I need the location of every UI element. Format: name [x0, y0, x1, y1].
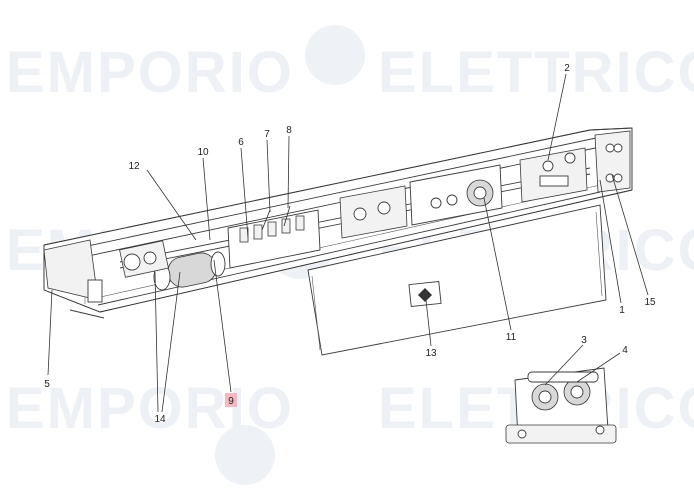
part-labels: 2 12 10 6 7 8 5 14 9 11 13 1 15 3 4 — [44, 63, 656, 425]
part-label-11: 11 — [506, 332, 517, 343]
part-label-10: 10 — [197, 147, 209, 158]
part-label-4: 4 — [622, 345, 628, 356]
watermark-text: EMPORIO — [6, 40, 294, 105]
carriage-detail — [505, 367, 617, 444]
watermark-text: EMPORIO — [6, 376, 294, 441]
part-label-8: 8 — [286, 125, 292, 136]
part-label-7: 7 — [264, 129, 270, 140]
part-label-1: 1 — [619, 305, 625, 316]
part-label-12: 12 — [128, 161, 140, 172]
part-label-2: 2 — [564, 63, 570, 74]
cover-panel — [307, 204, 607, 356]
part-label-5: 5 — [44, 379, 50, 390]
part-label-15: 15 — [644, 297, 656, 308]
part-label-6: 6 — [238, 137, 244, 148]
part-label-14: 14 — [154, 414, 166, 425]
part-label-9: 9 — [228, 396, 234, 407]
leader-lines — [47, 73, 649, 413]
watermark-text: ELETTRICO — [378, 40, 694, 105]
part-highlight — [225, 393, 237, 407]
rail-mechanism — [119, 147, 591, 291]
logo-icon — [418, 288, 432, 302]
part-label-3: 3 — [581, 335, 587, 346]
part-label-13: 13 — [425, 348, 437, 359]
